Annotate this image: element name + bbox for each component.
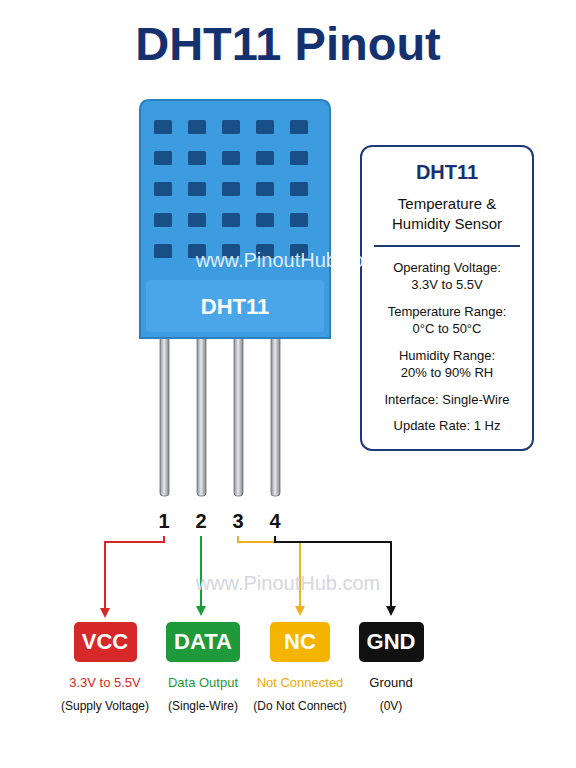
vent-hole [256,182,274,196]
spec-line: Humidity Range: 20% to 90% RH [391,347,503,382]
vent-hole [222,120,240,134]
vent-holes [154,120,308,258]
pin-name: VCC [82,629,128,655]
pin-box: DATA [166,622,240,662]
vent-hole [154,213,172,227]
vent-hole [154,120,172,134]
pin-description: Data Output [168,675,238,690]
pin-description: 3.3V to 5.5V [69,675,141,690]
pin-number: 4 [269,510,280,533]
vent-hole [290,182,308,196]
vent-hole [188,120,206,134]
pin-note: (Do Not Connect) [253,699,346,713]
panel-heading: DHT11 [368,159,526,186]
pin-box: GND [359,622,424,662]
vent-hole [222,151,240,165]
vent-hole [256,151,274,165]
vent-hole [188,151,206,165]
spec-line: Update Rate: 1 Hz [368,417,526,435]
sensor-label-plate [146,280,324,332]
part-name: DHT11 [201,294,269,320]
vent-hole [256,120,274,134]
vent-hole [290,151,308,165]
panel-subtitle: Temperature & Humidity Sensor [382,194,512,235]
pin-description: Not Connected [257,675,344,690]
pin-name: NC [284,629,316,655]
pin-note: (0V) [380,699,403,713]
pin-number: 2 [195,510,206,533]
pin-number: 1 [158,510,169,533]
pin-box: VCC [74,622,137,662]
diagram-title: DHT11 Pinout [0,16,576,71]
vent-hole [188,182,206,196]
pin-arrow [105,536,164,616]
vent-hole [154,244,172,258]
spec-line: Temperature Range: 0°C to 50°C [377,303,517,338]
vent-hole [290,120,308,134]
panel-divider [374,245,520,247]
pin-description: Ground [369,675,412,690]
sensor-body [140,100,330,338]
sensor-body-label: DHT11 [140,282,330,332]
pin-note: (Single-Wire) [168,699,238,713]
vent-hole [188,213,206,227]
spec-line: Operating Voltage: 3.3V to 5.5V [381,259,513,294]
spec-panel: DHT11Temperature & Humidity SensorOperat… [360,145,534,451]
sensor-pins [160,330,280,496]
vent-hole [154,182,172,196]
pin-box: NC [270,622,330,662]
watermark: www.PinoutHub.com [196,249,381,272]
watermark: www.PinoutHub.com [196,572,381,595]
vent-hole [290,213,308,227]
pin-name: GND [367,629,416,655]
vent-hole [222,213,240,227]
vent-hole [154,151,172,165]
vent-hole [256,213,274,227]
pin-number: 3 [232,510,243,533]
pin-note: (Supply Voltage) [61,699,149,713]
spec-line: Interface: Single-Wire [368,391,526,409]
vent-hole [222,182,240,196]
pin-name: DATA [174,629,232,655]
